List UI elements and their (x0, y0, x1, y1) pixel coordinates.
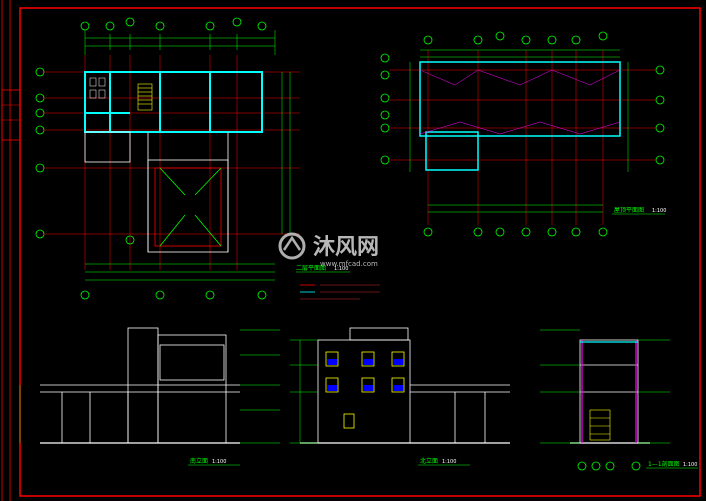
south-elevation-title: 南立面 (190, 457, 208, 465)
plan-axis-bubbles-left (35, 67, 45, 239)
plan-dimensions-bottom (85, 263, 275, 281)
roof-axis-bubbles-left (380, 53, 390, 165)
north-elevation-title: 北立面 (420, 457, 438, 465)
south-elevation[interactable]: 南立面 1:100 (19, 327, 280, 466)
plan-scale: 1:100 (334, 266, 348, 272)
watermark-logo-text: 沐风网 (313, 235, 379, 260)
section-outline (570, 339, 650, 444)
plan-axis-bubbles-bottom (80, 235, 267, 300)
watermark-url: www.mfcad.com (320, 260, 378, 268)
section-stair (589, 409, 611, 441)
section-scale: 1:100 (683, 462, 697, 468)
roof-plan[interactable]: 屋顶平面图 1:100 (380, 31, 666, 237)
roof-parapet (419, 61, 621, 171)
north-elevation-outline (300, 327, 510, 444)
north-elevation-glazing (327, 359, 403, 391)
section-levels (540, 329, 670, 444)
roof-axis-lines (390, 50, 655, 225)
plan-dimensions-right (281, 72, 291, 234)
plan-legend (300, 284, 380, 300)
section-axis-bubbles (577, 461, 641, 471)
section-1-1[interactable]: 1—1剖面图 1:100 (540, 329, 698, 471)
roof-scale: 1:100 (652, 208, 666, 214)
south-elevation-scale: 1:100 (212, 459, 226, 465)
roof-axis-bubbles-right (655, 65, 665, 165)
north-elevation-scale: 1:100 (442, 459, 456, 465)
south-elevation-outline (40, 327, 240, 444)
roof-axis-bubbles-bottom (423, 227, 608, 237)
plan-title: 二层平面图 (296, 265, 326, 272)
section-cut-walls (580, 340, 638, 443)
watermark: 沐风网 www.mfcad.com (278, 232, 379, 268)
plan-stair (137, 83, 153, 111)
plan-corridor (84, 131, 229, 253)
north-elevation-levels (290, 339, 318, 444)
plan-axis-bubbles-top (80, 17, 267, 31)
plan-dimensions-top (84, 30, 276, 55)
roof-axis-bubbles-top (423, 31, 608, 45)
roof-slope-lines (419, 69, 621, 135)
north-elevation[interactable]: 北立面 1:100 (290, 327, 510, 466)
roof-title: 屋顶平面图 (614, 207, 644, 214)
north-elevation-windows (325, 351, 405, 429)
plan-washroom-fixtures (89, 77, 106, 99)
roof-dimensions (409, 49, 629, 213)
watermark-logo-icon (278, 232, 306, 260)
south-elevation-levels (19, 329, 280, 444)
floor-plan[interactable]: 二层平面图 1:100 (35, 17, 380, 300)
section-title: 1—1剖面图 (648, 460, 680, 468)
plan-walls (84, 71, 263, 133)
